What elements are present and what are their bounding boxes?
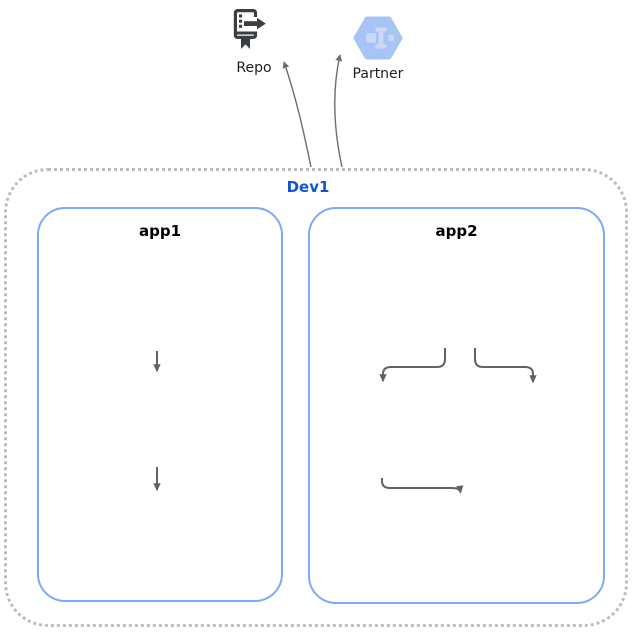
boundary-label: Dev1	[286, 178, 330, 196]
repo-label: Repo	[236, 60, 272, 76]
link-dev1-repo	[282, 61, 312, 168]
boundary-dev1	[4, 168, 628, 627]
link-dev1-partner	[334, 54, 343, 168]
app1-container: app1	[37, 207, 283, 602]
partner-label: Partner	[352, 66, 404, 82]
partner-hexagon-icon	[352, 12, 404, 64]
app2-container: app2	[308, 207, 605, 604]
source-repo-icon	[227, 5, 271, 53]
app2-title: app2	[435, 222, 478, 240]
app1-title: app1	[138, 222, 182, 240]
